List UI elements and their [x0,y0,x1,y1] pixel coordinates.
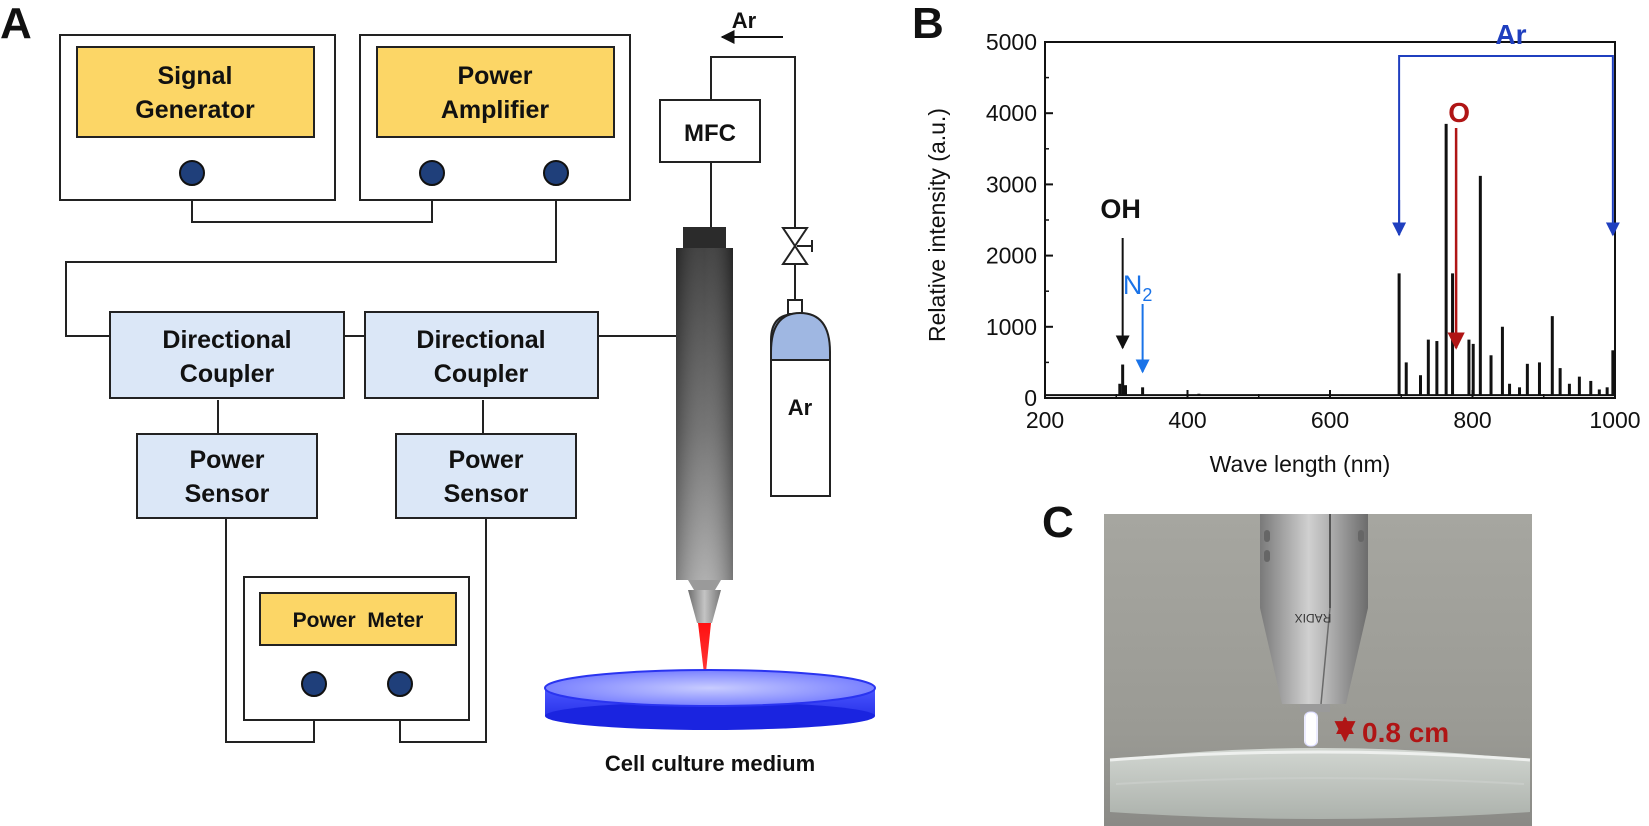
directional-coupler-1-label-2: Coupler [180,360,275,388]
power-amplifier-label-2: Amplifier [441,96,550,124]
gap-label: 0.8 cm [1362,717,1449,748]
annotation-ar-bracket [1398,55,1620,237]
plasma-jet-icon [676,227,733,682]
power-amplifier-display [376,46,615,138]
annotation-o-label: O [1448,97,1470,128]
power-sensor-2-label-2: Sensor [444,480,529,508]
culture-dish-icon [544,669,876,730]
power-sensor-1-label-1: Power [189,446,264,474]
x-tick-label: 600 [1311,407,1349,433]
gas-flow-label: Ar [732,8,757,33]
gas-cylinder-label: Ar [788,395,813,420]
signal-generator-label-2: Generator [135,96,255,124]
photo-plasma-jet: RADIX [1260,514,1368,747]
power-sensor-1-label-2: Sensor [185,480,270,508]
annotation-n2-label: N2 [1123,270,1153,305]
power-amplifier-knob-2 [543,160,569,186]
y-tick-label: 0 [1024,385,1037,411]
gas-cylinder-icon [770,299,831,497]
directional-coupler-1-label-1: Directional [162,326,291,354]
chart-ticks: 200 400 600 800 1000 0 1000 2000 3000 4000 5000 [986,29,1641,433]
power-meter-knob-2 [387,671,413,697]
panel-c-label: C [1042,498,1074,547]
annotation-ar-label: Ar [1495,19,1526,50]
x-tick-label: 1000 [1589,407,1640,433]
directional-coupler-2 [364,311,599,399]
y-tick-label: 5000 [986,29,1037,55]
power-meter-display [259,592,457,646]
power-meter-label: Power Meter [293,609,424,632]
directional-coupler-2-label-1: Directional [416,326,545,354]
signal-generator-label-1: Signal [157,62,232,90]
valve-icon [781,227,813,265]
annotation-oh-label: OH [1100,194,1141,224]
chart-peaks [1045,123,1615,397]
mfc-label: MFC [684,120,736,147]
photo-dish [1109,748,1531,819]
chart-annotations: OH N2 O Ar [1100,19,1620,374]
y-tick-label: 2000 [986,243,1037,269]
y-tick-label: 4000 [986,100,1037,126]
y-tick-label: 3000 [986,171,1037,197]
directional-coupler-2-label-2: Coupler [434,360,529,388]
panel-a-schematic: A Signal Generator Power Amplifier [0,0,876,776]
power-sensor-2-label-1: Power [448,446,523,474]
x-axis-label: Wave length (nm) [1210,451,1391,477]
power-amplifier-knob-1 [419,160,445,186]
panel-b-label: B [912,0,944,48]
panel-c-photo: C RADIX 0.8 cm [1042,498,1532,826]
photo-nozzle-text: RADIX [1295,611,1332,625]
mfc-box [659,99,761,163]
annotation-n2-subscript: 2 [1142,285,1152,305]
x-tick-label: 400 [1168,407,1206,433]
power-meter-knob-1 [301,671,327,697]
signal-generator-knob [179,160,205,186]
x-tick-label: 800 [1453,407,1491,433]
medium-label: Cell culture medium [605,751,815,776]
y-tick-label: 1000 [986,314,1037,340]
y-axis-label: Relative intensity (a.u.) [924,108,950,342]
power-sensor-1 [136,433,318,519]
x-tick-label: 200 [1026,407,1064,433]
power-sensor-2 [395,433,577,519]
signal-generator-display [76,46,315,138]
panel-a-label: A [0,0,32,48]
power-amplifier-label-1: Power [457,62,532,90]
directional-coupler-1 [109,311,345,399]
